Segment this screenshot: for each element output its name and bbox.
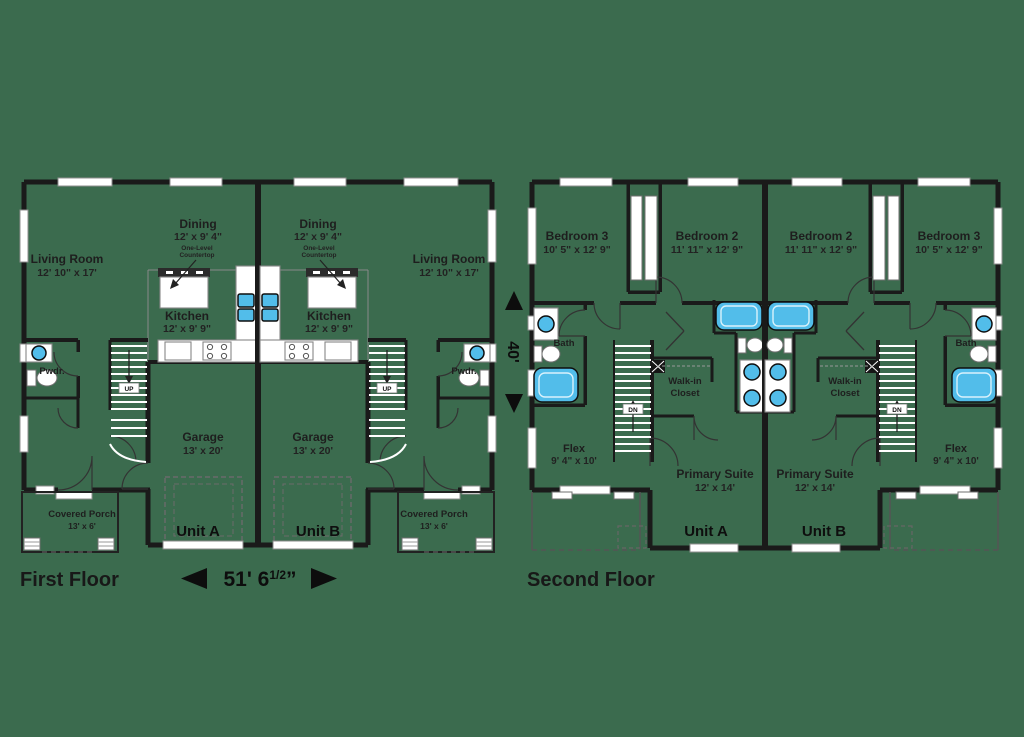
flex-label: Flex bbox=[945, 443, 968, 455]
bedroom2-dims: 11' 11" x 12' 9" bbox=[785, 244, 857, 256]
countertop-note: Countertop bbox=[179, 252, 214, 259]
dining-dims: 12' x 9' 4" bbox=[174, 231, 222, 243]
unit-b-label: Unit B bbox=[802, 523, 846, 540]
bedroom3-label: Bedroom 3 bbox=[546, 229, 609, 243]
garage-label: Garage bbox=[292, 430, 334, 444]
countertop-note: One-Level bbox=[303, 245, 335, 252]
height-dimension-value: 40' bbox=[504, 341, 521, 363]
width-dimension: 51' 61/2” bbox=[181, 568, 337, 591]
walk-in-closet-label: Walk-in bbox=[668, 376, 702, 387]
first-floor-title: First Floor bbox=[20, 569, 119, 591]
dimension-arrow-up bbox=[505, 291, 523, 310]
walk-in-closet-label: Closet bbox=[670, 388, 700, 399]
primary-suite-label: Primary Suite bbox=[776, 467, 854, 481]
width-dimension-value: 51' 61/2” bbox=[223, 568, 296, 591]
living-room-label: Living Room bbox=[413, 252, 486, 266]
powder-room-label: Pwdr. bbox=[451, 366, 476, 377]
covered-porch-dims: 13' x 6' bbox=[68, 521, 96, 531]
bedroom3-dims: 10' 5" x 12' 9" bbox=[543, 244, 611, 256]
primary-suite-dims: 12' x 14' bbox=[795, 482, 835, 494]
covered-porch-label: Covered Porch bbox=[400, 509, 468, 520]
bedroom2-label: Bedroom 2 bbox=[676, 229, 739, 243]
second-floor-labels: Bedroom 3 10' 5" x 12' 9" Bedroom 3 10' … bbox=[543, 229, 983, 540]
bath-label: Bath bbox=[553, 338, 574, 349]
dining-label: Dining bbox=[179, 217, 216, 231]
dimension-arrow-down bbox=[505, 394, 523, 413]
bedroom2-dims: 11' 11" x 12' 9" bbox=[671, 244, 743, 256]
first-floor-labels: Living Room 12' 10" x 17' Living Room 12… bbox=[31, 217, 486, 540]
bath-label: Bath bbox=[955, 338, 976, 349]
living-room-dims: 12' 10" x 17' bbox=[37, 267, 97, 279]
primary-suite-dims: 12' x 14' bbox=[695, 482, 735, 494]
bedroom3-label: Bedroom 3 bbox=[918, 229, 981, 243]
stairs-down-label: DN bbox=[892, 407, 902, 414]
second-floor-title: Second Floor bbox=[527, 569, 655, 591]
dimension-arrow-left bbox=[181, 568, 207, 589]
unit-a-label: Unit A bbox=[176, 523, 220, 540]
width-dim-fraction: 1/2 bbox=[269, 568, 286, 582]
walk-in-closet-label: Walk-in bbox=[828, 376, 862, 387]
stairs-down-label: DN bbox=[628, 407, 638, 414]
unit-a-label: Unit A bbox=[684, 523, 728, 540]
flex-dims: 9' 4" x 10' bbox=[551, 456, 597, 467]
walk-in-closet-label: Closet bbox=[830, 388, 860, 399]
garage-label: Garage bbox=[182, 430, 224, 444]
kitchen-label: Kitchen bbox=[165, 309, 209, 323]
height-dimension: 40' bbox=[504, 291, 523, 413]
garage-dims: 13' x 20' bbox=[183, 445, 223, 457]
bedroom3-dims: 10' 5" x 12' 9" bbox=[915, 244, 983, 256]
powder-room-label: Pwdr. bbox=[39, 366, 64, 377]
bedroom2-label: Bedroom 2 bbox=[790, 229, 853, 243]
width-dim-unit: ” bbox=[286, 568, 297, 591]
covered-porch-dims: 13' x 6' bbox=[420, 521, 448, 531]
garage-dims: 13' x 20' bbox=[293, 445, 333, 457]
dining-dims: 12' x 9' 4" bbox=[294, 231, 342, 243]
flex-label: Flex bbox=[563, 443, 586, 455]
living-room-dims: 12' 10" x 17' bbox=[419, 267, 479, 279]
primary-suite-label: Primary Suite bbox=[676, 467, 754, 481]
dining-label: Dining bbox=[299, 217, 336, 231]
countertop-note: One-Level bbox=[181, 245, 213, 252]
unit-b-label: Unit B bbox=[296, 523, 340, 540]
kitchen-dims: 12' x 9' 9" bbox=[163, 323, 211, 335]
kitchen-label: Kitchen bbox=[307, 309, 351, 323]
flex-dims: 9' 4" x 10' bbox=[933, 456, 979, 467]
width-dim-main: 51' 6 bbox=[223, 568, 269, 591]
countertop-note: Countertop bbox=[301, 252, 336, 259]
covered-porch-label: Covered Porch bbox=[48, 509, 116, 520]
dimension-arrow-right bbox=[311, 568, 337, 589]
stairs-up-label: UP bbox=[124, 386, 134, 393]
kitchen-dims: 12' x 9' 9" bbox=[305, 323, 353, 335]
living-room-label: Living Room bbox=[31, 252, 104, 266]
stairs-up-label: UP bbox=[382, 386, 392, 393]
